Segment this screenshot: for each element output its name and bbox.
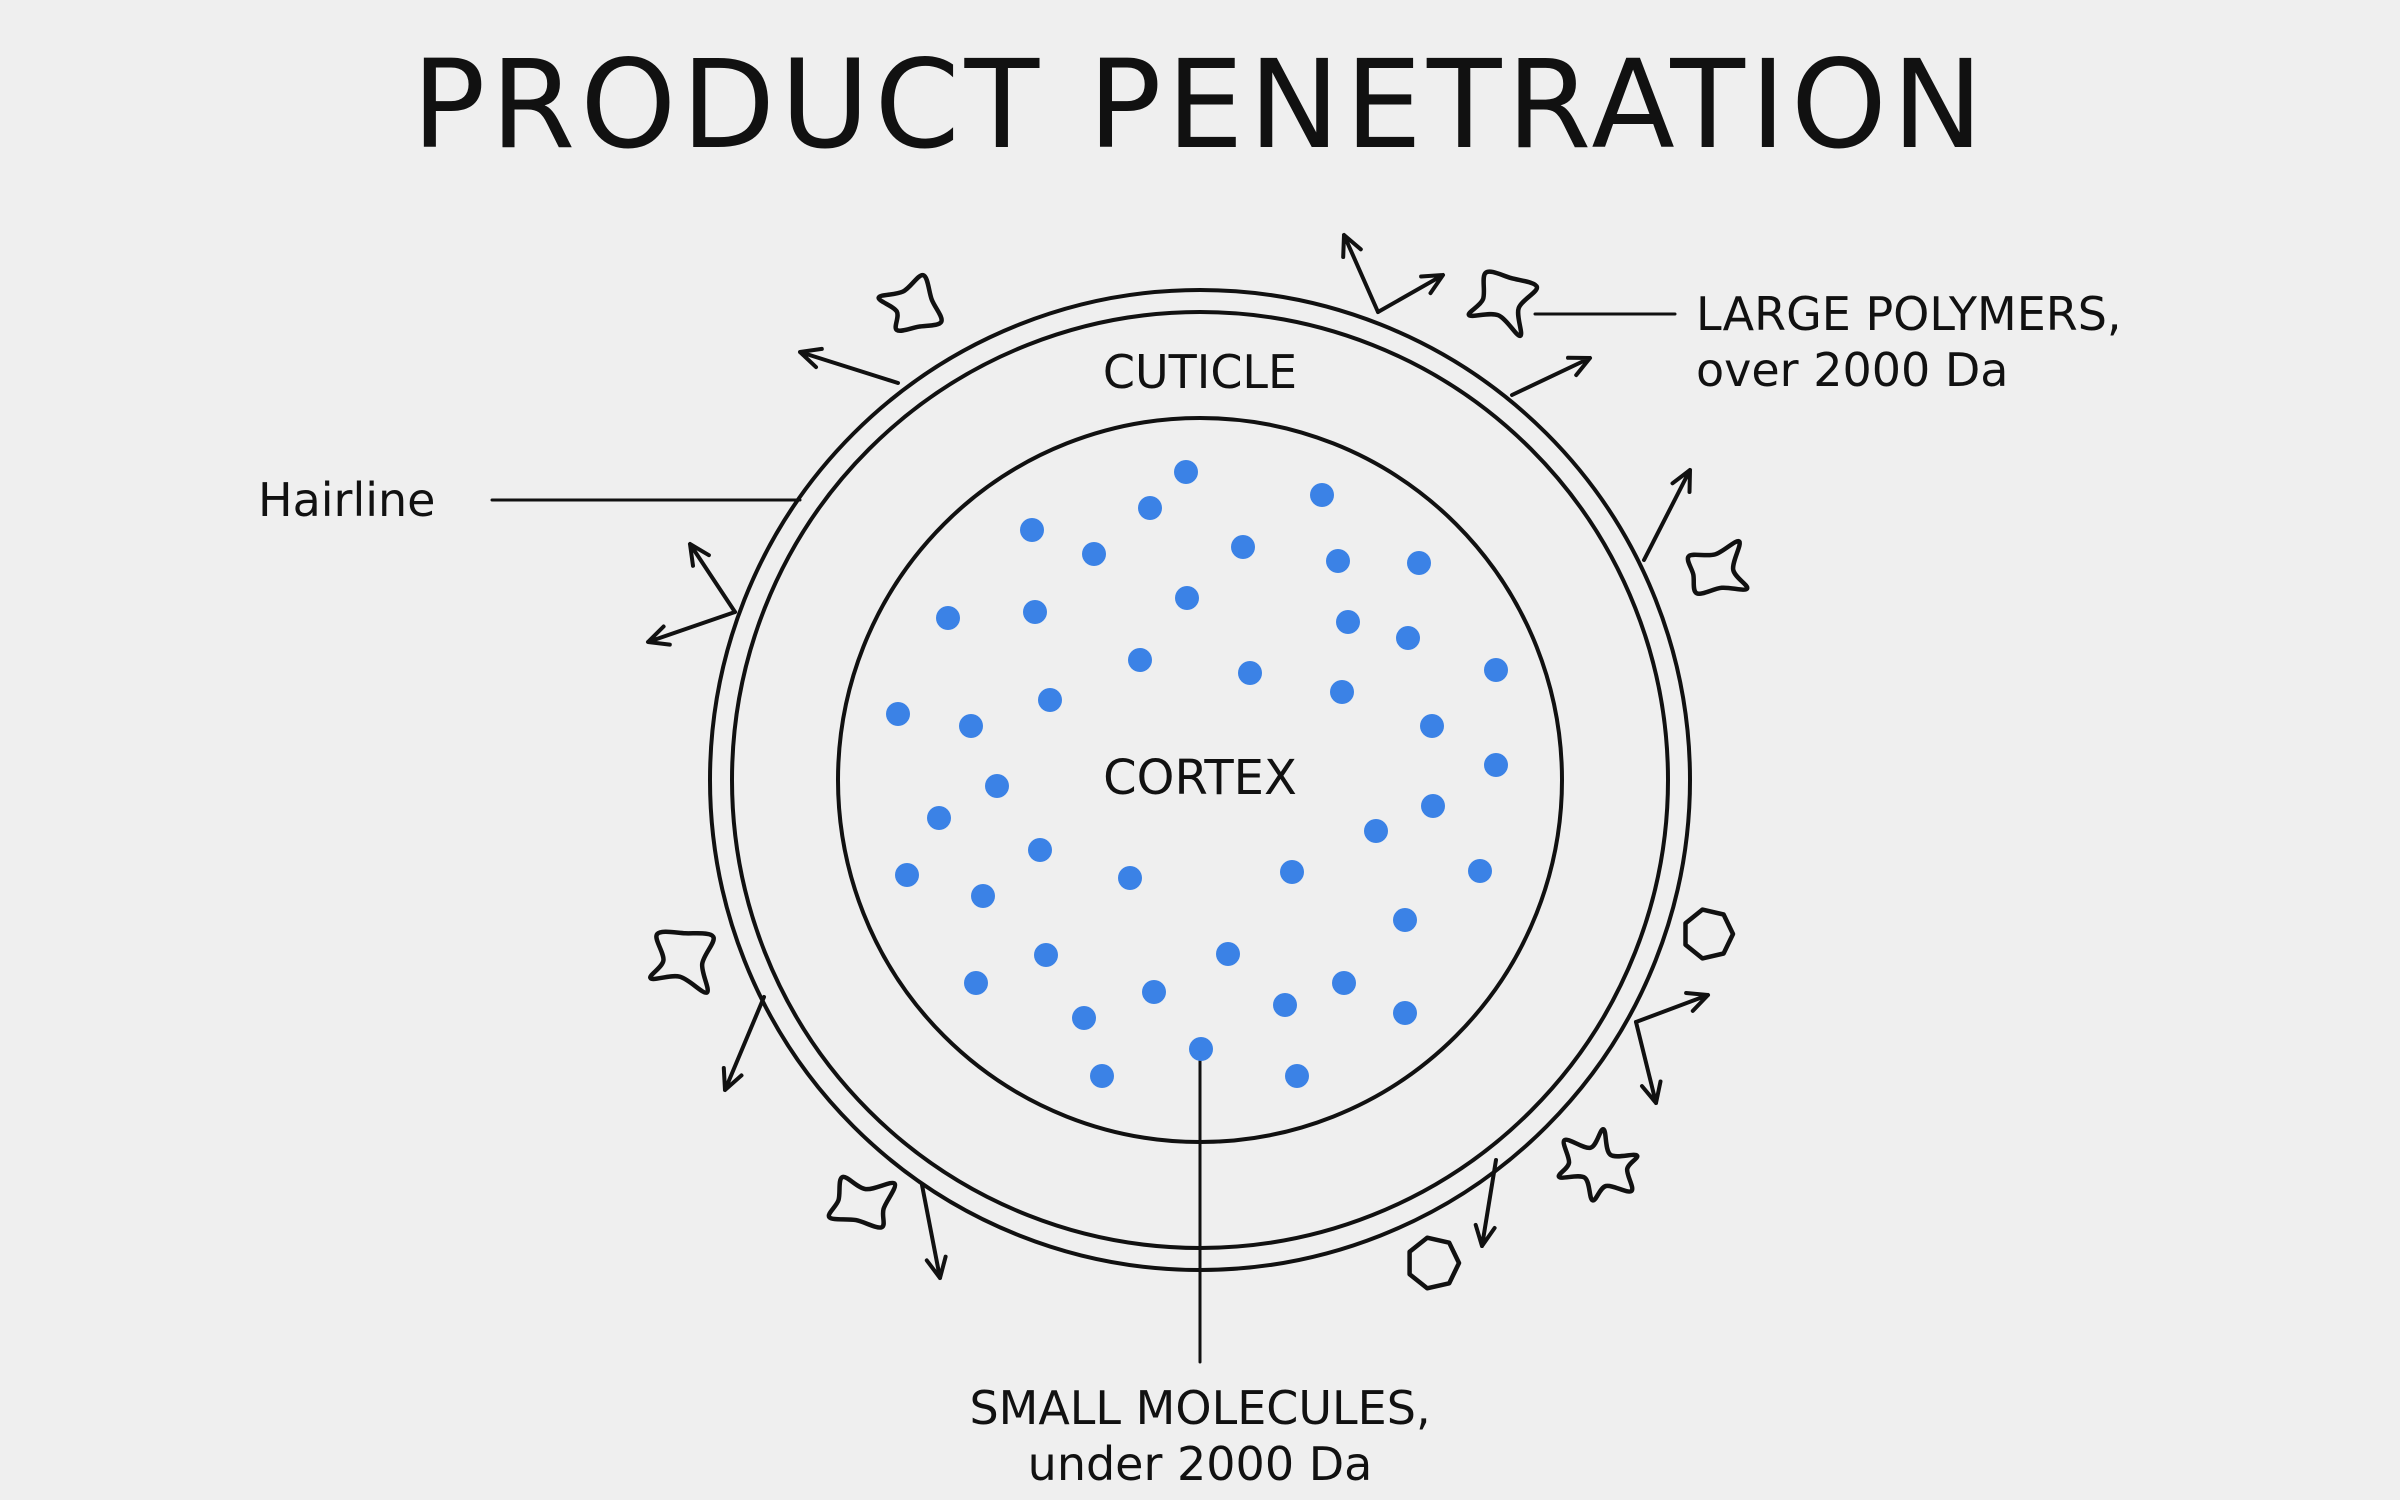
small-molecule-dot — [1285, 1064, 1309, 1088]
small-molecules-label-line2: under 2000 Da — [1028, 1437, 1373, 1491]
small-molecule-dot — [964, 971, 988, 995]
small-molecule-dot — [959, 714, 983, 738]
small-molecule-dot — [1189, 1037, 1213, 1061]
small-molecule-dot — [1231, 535, 1255, 559]
deflection-arrow — [721, 995, 766, 1092]
page-title: PRODUCT PENETRATION — [411, 34, 1989, 176]
small-molecule-dot — [1090, 1064, 1114, 1088]
deflection-arrow — [688, 542, 737, 614]
small-molecule-dot — [1280, 860, 1304, 884]
cortex-label: CORTEX — [1103, 750, 1297, 806]
small-molecule-dot — [1142, 980, 1166, 1004]
small-molecule-dot — [1038, 688, 1062, 712]
small-molecule-dot — [1138, 496, 1162, 520]
small-molecule-dot — [1364, 819, 1388, 843]
deflection-arrow — [1634, 1020, 1663, 1105]
small-molecule-dot — [1484, 753, 1508, 777]
small-molecule-dot — [1396, 626, 1420, 650]
cuticle-label: CUTICLE — [1103, 345, 1297, 399]
small-molecule-dot — [1330, 680, 1354, 704]
small-molecules-label-line1: SMALL MOLECULES, — [969, 1381, 1430, 1435]
small-molecule-dot — [1484, 658, 1508, 682]
small-molecule-dot — [1393, 908, 1417, 932]
small-molecule-dot — [1072, 1006, 1096, 1030]
small-molecule-dot — [1393, 1001, 1417, 1025]
deflection-arrow — [798, 346, 900, 385]
deflection-arrows — [646, 233, 1710, 1280]
small-molecule-dot — [1023, 600, 1047, 624]
small-molecule-dot — [1174, 460, 1198, 484]
deflection-arrow — [1642, 468, 1692, 562]
large-polymer-blob — [1466, 269, 1540, 339]
deflection-arrow — [1473, 1158, 1498, 1248]
large-polymers — [648, 269, 1750, 1291]
small-molecule-dot — [1118, 866, 1142, 890]
deflection-arrow — [646, 610, 737, 647]
deflection-arrow — [1376, 273, 1445, 314]
small-molecule-dot — [1310, 483, 1334, 507]
small-molecules — [886, 460, 1508, 1088]
large-polymer-blob — [648, 929, 716, 995]
small-molecule-dot — [1082, 542, 1106, 566]
hairline-label: Hairline — [258, 473, 436, 527]
large-polymer-blob — [1683, 907, 1736, 961]
small-molecule-dot — [1420, 714, 1444, 738]
large-polymers-label-line2: over 2000 Da — [1696, 343, 2009, 397]
small-molecule-dot — [1407, 551, 1431, 575]
small-molecule-dot — [1128, 648, 1152, 672]
large-polymer-blob — [1556, 1127, 1640, 1203]
small-molecule-dot — [1336, 610, 1360, 634]
small-molecule-dot — [1238, 661, 1262, 685]
small-molecule-dot — [1028, 838, 1052, 862]
small-molecule-dot — [1326, 549, 1350, 573]
large-polymer-blob — [1407, 1235, 1462, 1291]
deflection-arrow — [1510, 355, 1592, 397]
small-molecule-dot — [1034, 943, 1058, 967]
large-polymers-label-line1: LARGE POLYMERS, — [1696, 287, 2122, 341]
deflection-arrow — [920, 1183, 948, 1280]
small-molecule-dot — [1468, 859, 1492, 883]
large-polymer-blob — [876, 272, 944, 333]
small-molecule-dot — [1020, 518, 1044, 542]
deflection-arrow — [1341, 233, 1380, 314]
small-molecule-dot — [1421, 794, 1445, 818]
large-polymer-blob — [826, 1174, 898, 1230]
small-molecule-dot — [985, 774, 1009, 798]
small-molecule-dot — [1175, 586, 1199, 610]
small-molecule-dot — [1332, 971, 1356, 995]
deflection-arrow — [1634, 991, 1710, 1024]
small-molecule-dot — [886, 702, 910, 726]
large-polymer-blob — [1685, 538, 1750, 596]
small-molecule-dot — [971, 884, 995, 908]
small-molecule-dot — [895, 863, 919, 887]
small-molecule-dot — [1273, 993, 1297, 1017]
small-molecule-dot — [1216, 942, 1240, 966]
small-molecule-dot — [936, 606, 960, 630]
small-molecule-dot — [927, 806, 951, 830]
